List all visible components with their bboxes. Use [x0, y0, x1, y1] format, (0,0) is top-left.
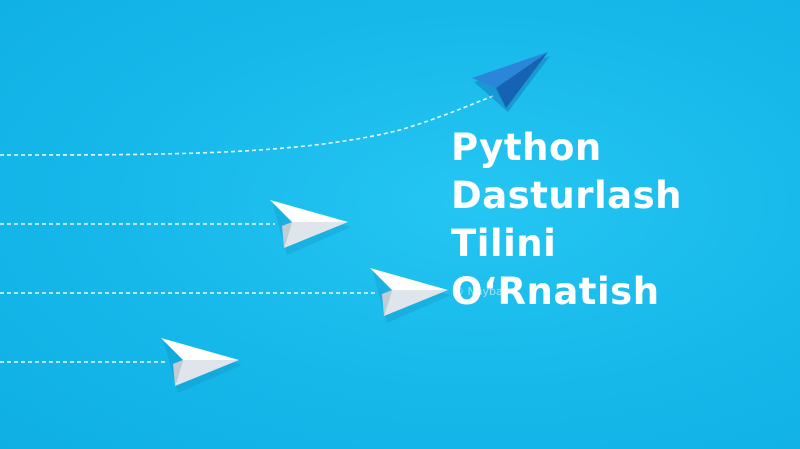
headline: Python Dasturlash Tilini O‘Rnatish	[451, 124, 781, 316]
headline-line-4: O‘Rnatish	[451, 270, 660, 313]
white-paper-plane-icon	[270, 200, 351, 255]
watermark: © Nayba	[453, 285, 503, 298]
headline-line-2: Dasturlash	[451, 174, 682, 217]
white-paper-plane-icon	[161, 338, 242, 393]
blue-paper-plane-icon	[472, 52, 550, 112]
trail-lead	[0, 95, 494, 156]
headline-line-3: Tilini	[451, 222, 557, 265]
white-paper-plane-icon	[370, 268, 451, 323]
headline-line-1: Python	[451, 126, 602, 169]
